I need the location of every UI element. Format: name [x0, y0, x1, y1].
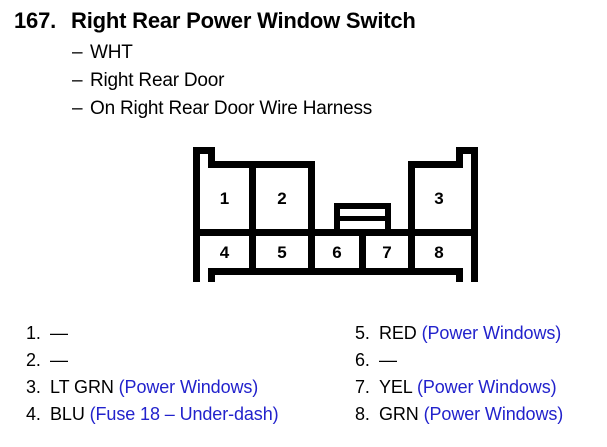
- pin-cell-4: 4: [219, 243, 230, 262]
- pin-cell-6: 6: [332, 243, 342, 262]
- pin-wire-color: LT GRN: [50, 377, 114, 397]
- pin-cell-1: 1: [219, 189, 230, 208]
- divider-cell-5-6: [308, 233, 315, 273]
- list-item: 7. YEL (Power Windows): [355, 378, 557, 396]
- detail-line-text: On Right Rear Door Wire Harness: [90, 98, 373, 119]
- divider-cell-1-2: [249, 161, 256, 233]
- connector-notch-top-right-step: [456, 147, 463, 167]
- list-item: 8. GRN (Power Windows): [355, 405, 563, 423]
- connector-pinout-diagram: 1 2 3 4 5 6 7 8: [193, 147, 478, 282]
- dash-bullet-icon: –: [72, 42, 83, 63]
- pin-cell-8: 8: [434, 243, 444, 262]
- connector-bottom-right-step: [456, 268, 463, 282]
- pin-circuit-desc: (Power Windows): [421, 323, 562, 343]
- list-item: 3. LT GRN (Power Windows): [26, 378, 258, 396]
- pin-wire-color: —: [50, 350, 68, 370]
- pin-index: 2.: [26, 350, 41, 370]
- connector-bottom-left-step: [208, 268, 215, 282]
- pin-wire-color: —: [379, 350, 397, 370]
- pin-wire-color: GRN: [379, 404, 419, 424]
- divider-cell-6-7: [359, 233, 366, 273]
- latch-tab-middle-bar: [334, 216, 391, 221]
- dash-bullet-icon: –: [72, 70, 83, 91]
- detail-line-location: –Right Rear Door: [72, 70, 224, 92]
- pin-cell-5: 5: [277, 243, 287, 262]
- connector-bottom-rail: [208, 268, 463, 275]
- list-item: 5. RED (Power Windows): [355, 324, 561, 342]
- latch-tab-top-bar: [334, 203, 391, 209]
- pin-cell-3: 3: [434, 189, 444, 208]
- pin-index: 4.: [26, 404, 41, 424]
- connector-outline-left: [193, 147, 200, 282]
- pin-cell-7: 7: [382, 243, 392, 262]
- component-title: Right Rear Power Window Switch: [71, 8, 416, 33]
- connector-top-rail-right: [408, 161, 463, 168]
- list-item: 4. BLU (Fuse 18 – Under-dash): [26, 405, 279, 423]
- pin-legend: 1. — 2. — 3. LT GRN (Power Windows) 4. BLU (…: [0, 322, 607, 447]
- list-item: 1. —: [26, 324, 68, 342]
- pin-wire-color: YEL: [379, 377, 413, 397]
- detail-line-text: Right Rear Door: [90, 70, 225, 91]
- detail-line-wire-color: –WHT: [72, 42, 133, 64]
- detail-line-text: WHT: [90, 42, 133, 63]
- divider-cell-4-5: [249, 233, 256, 273]
- pin-cell-2: 2: [277, 189, 287, 208]
- item-number: 167.: [14, 8, 57, 33]
- list-item: 6. —: [355, 351, 397, 369]
- divider-cell-7-8: [408, 233, 415, 273]
- pin-wire-color: —: [50, 323, 68, 343]
- connector-outline-right: [471, 147, 478, 282]
- pin-index: 8.: [355, 404, 370, 424]
- list-item: 2. —: [26, 351, 68, 369]
- pin-index: 6.: [355, 350, 370, 370]
- divider-cell-2-gap: [308, 161, 315, 233]
- pin-index: 7.: [355, 377, 370, 397]
- pin-index: 5.: [355, 323, 370, 343]
- detail-line-harness: –On Right Rear Door Wire Harness: [72, 98, 372, 120]
- connector-notch-top-left-cap: [193, 147, 215, 154]
- pin-wire-color: BLU: [50, 404, 85, 424]
- page-title: 167. Right Rear Power Window Switch: [14, 8, 416, 34]
- pin-index: 3.: [26, 377, 41, 397]
- pin-circuit-desc: (Power Windows): [416, 377, 557, 397]
- connector-notch-top-right-cap: [456, 147, 478, 154]
- connector-top-rail-left: [208, 161, 315, 168]
- dash-bullet-icon: –: [72, 98, 83, 119]
- pin-index: 1.: [26, 323, 41, 343]
- pin-wire-color: RED: [379, 323, 417, 343]
- pin-circuit-desc: (Power Windows): [118, 377, 259, 397]
- pin-circuit-desc: (Fuse 18 – Under-dash): [89, 404, 279, 424]
- pin-circuit-desc: (Power Windows): [423, 404, 564, 424]
- connector-notch-top-left-step: [208, 147, 215, 167]
- divider-gap-cell-3: [408, 161, 415, 233]
